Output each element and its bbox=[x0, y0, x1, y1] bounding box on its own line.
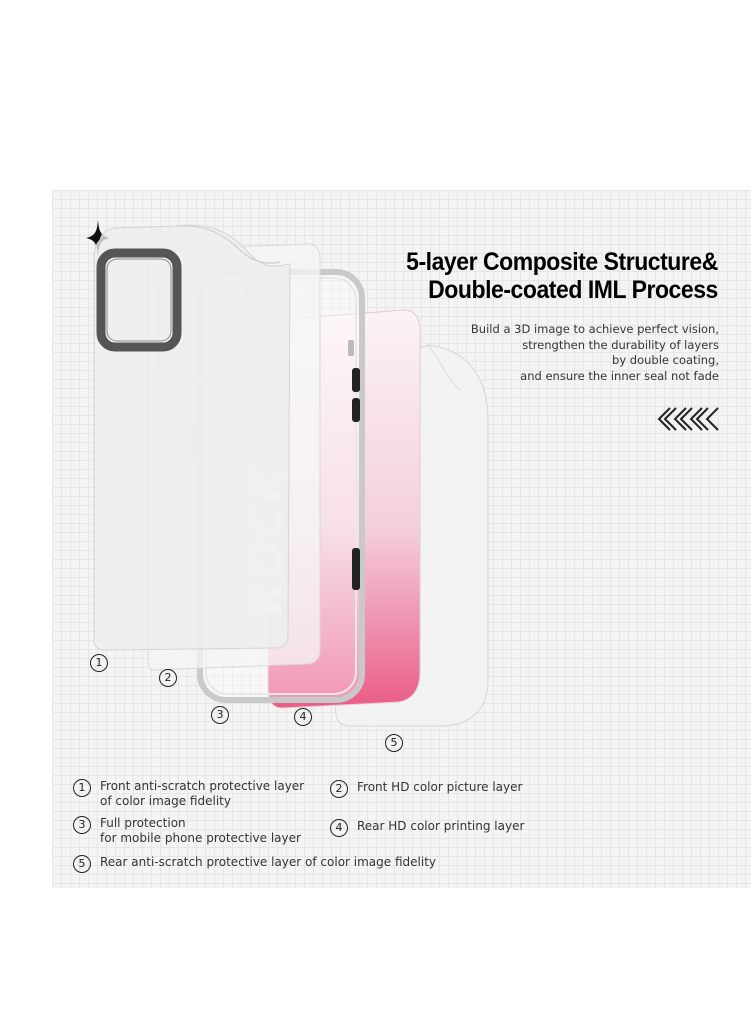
legend-number-2: 2 bbox=[330, 780, 348, 798]
legend-text-2: Front HD color picture layer bbox=[357, 780, 523, 794]
legend-text-4: Rear HD color printing layer bbox=[357, 819, 525, 833]
description: Build a 3D image to achieve perfect visi… bbox=[459, 322, 719, 384]
legend-number-4: 4 bbox=[330, 819, 348, 837]
legend-number-3: 3 bbox=[73, 816, 91, 834]
description-line-4: and ensure the inner seal not fade bbox=[520, 368, 719, 383]
legend-text-3b: for mobile phone protective layer bbox=[100, 831, 301, 845]
layer-marker-5: 5 bbox=[385, 734, 403, 752]
legend-text-3a: Full protection bbox=[100, 816, 186, 830]
legend-number-1: 1 bbox=[73, 779, 91, 797]
legend-text-1a: Front anti-scratch protective layer bbox=[100, 779, 305, 793]
layer-marker-4: 4 bbox=[294, 708, 312, 726]
legend-text-5: Rear anti-scratch protective layer of co… bbox=[100, 855, 437, 869]
headline: 5-layer Composite Structure& Double-coat… bbox=[406, 248, 718, 304]
description-line-2: strengthen the durability of layers bbox=[522, 337, 719, 352]
description-line-1: Build a 3D image to achieve perfect visi… bbox=[470, 322, 719, 336]
headline-line-2: Double-coated IML Process bbox=[428, 276, 718, 304]
legend-text-1b: of color image fidelity bbox=[100, 794, 231, 808]
layer-marker-3: 3 bbox=[211, 706, 229, 724]
headline-line-1: 5-layer Composite Structure& bbox=[406, 248, 718, 276]
chevrons-left-icon bbox=[657, 407, 719, 431]
description-line-3: by double coating, bbox=[612, 353, 719, 367]
layer-marker-2: 2 bbox=[159, 669, 177, 687]
sparkle-icon bbox=[86, 220, 110, 256]
legend-number-5: 5 bbox=[73, 855, 91, 873]
layer-marker-1: 1 bbox=[90, 654, 108, 672]
